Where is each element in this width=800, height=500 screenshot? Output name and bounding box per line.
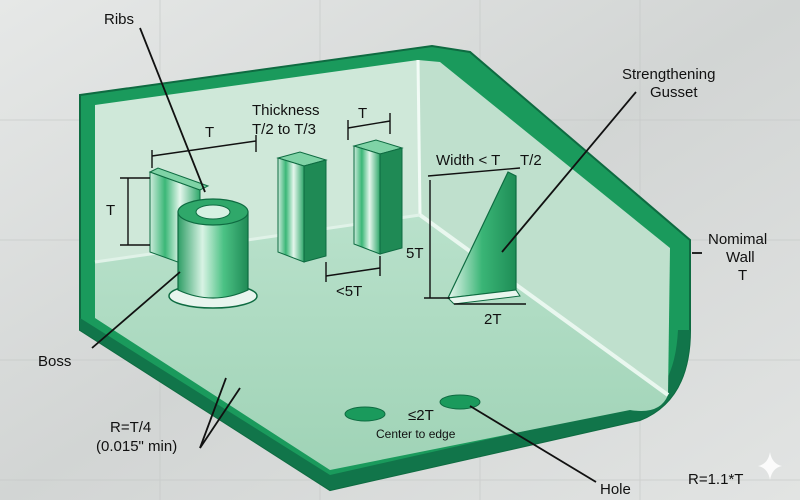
label-rib-height-t: T: [106, 202, 115, 219]
label-t-over-2: T/2: [520, 152, 542, 169]
leader-boss: [91, 271, 181, 349]
label-boss: Boss: [38, 353, 71, 370]
label-lt-5t: <5T: [336, 283, 362, 300]
label-nominal-wall-1: Nomimal: [708, 231, 767, 248]
dim-gusset-width: [427, 167, 521, 177]
inner-back-wall-right: [418, 60, 670, 395]
label-lt-2t: ≤2T: [408, 407, 434, 424]
inner-fillet-highlight: [418, 213, 670, 397]
leader-radius-1: [199, 377, 227, 449]
label-center-to-edge: Center to edge: [376, 427, 456, 441]
hole-right: [439, 394, 481, 410]
leader-radius-2: [199, 387, 241, 449]
sparkle-icon: [758, 452, 782, 480]
label-rib-width-t: T: [205, 124, 214, 141]
leader-hole: [469, 405, 597, 483]
label-hole: Hole: [600, 481, 631, 498]
label-thickness-line2: T/2 to T/3: [252, 121, 316, 138]
dim-rib-thickness: [347, 120, 391, 129]
label-rib-thickness-t: T: [358, 105, 367, 122]
part-bottom-edge: [80, 318, 690, 490]
hole-left: [344, 406, 386, 422]
label-strengthening-line1: Strengthening: [622, 66, 715, 83]
leader-gusset: [501, 91, 637, 253]
leader-ribs: [139, 27, 206, 193]
label-nominal-wall-3: T: [738, 267, 747, 284]
rib-middle: [276, 151, 328, 263]
label-r-outer: R=1.1*T: [688, 471, 743, 488]
label-width-lt-t: Width < T: [436, 152, 500, 169]
rib-right: [352, 139, 404, 255]
label-5t: 5T: [406, 245, 424, 262]
boss: [168, 198, 258, 309]
label-thickness-line1: Thickness: [252, 102, 320, 119]
strengthening-gusset: [446, 171, 521, 305]
label-nominal-wall-2: Wall: [726, 249, 755, 266]
label-radius-line1: R=T/4: [110, 419, 151, 436]
dim-rib-spacing: [325, 267, 381, 277]
label-ribs: Ribs: [104, 11, 134, 28]
label-radius-line2: (0.015" min): [96, 438, 177, 455]
dim-rib-width: [151, 140, 257, 157]
label-strengthening-line2: Gusset: [650, 84, 698, 101]
inner-corner-line: [416, 59, 422, 216]
label-2t: 2T: [484, 311, 502, 328]
